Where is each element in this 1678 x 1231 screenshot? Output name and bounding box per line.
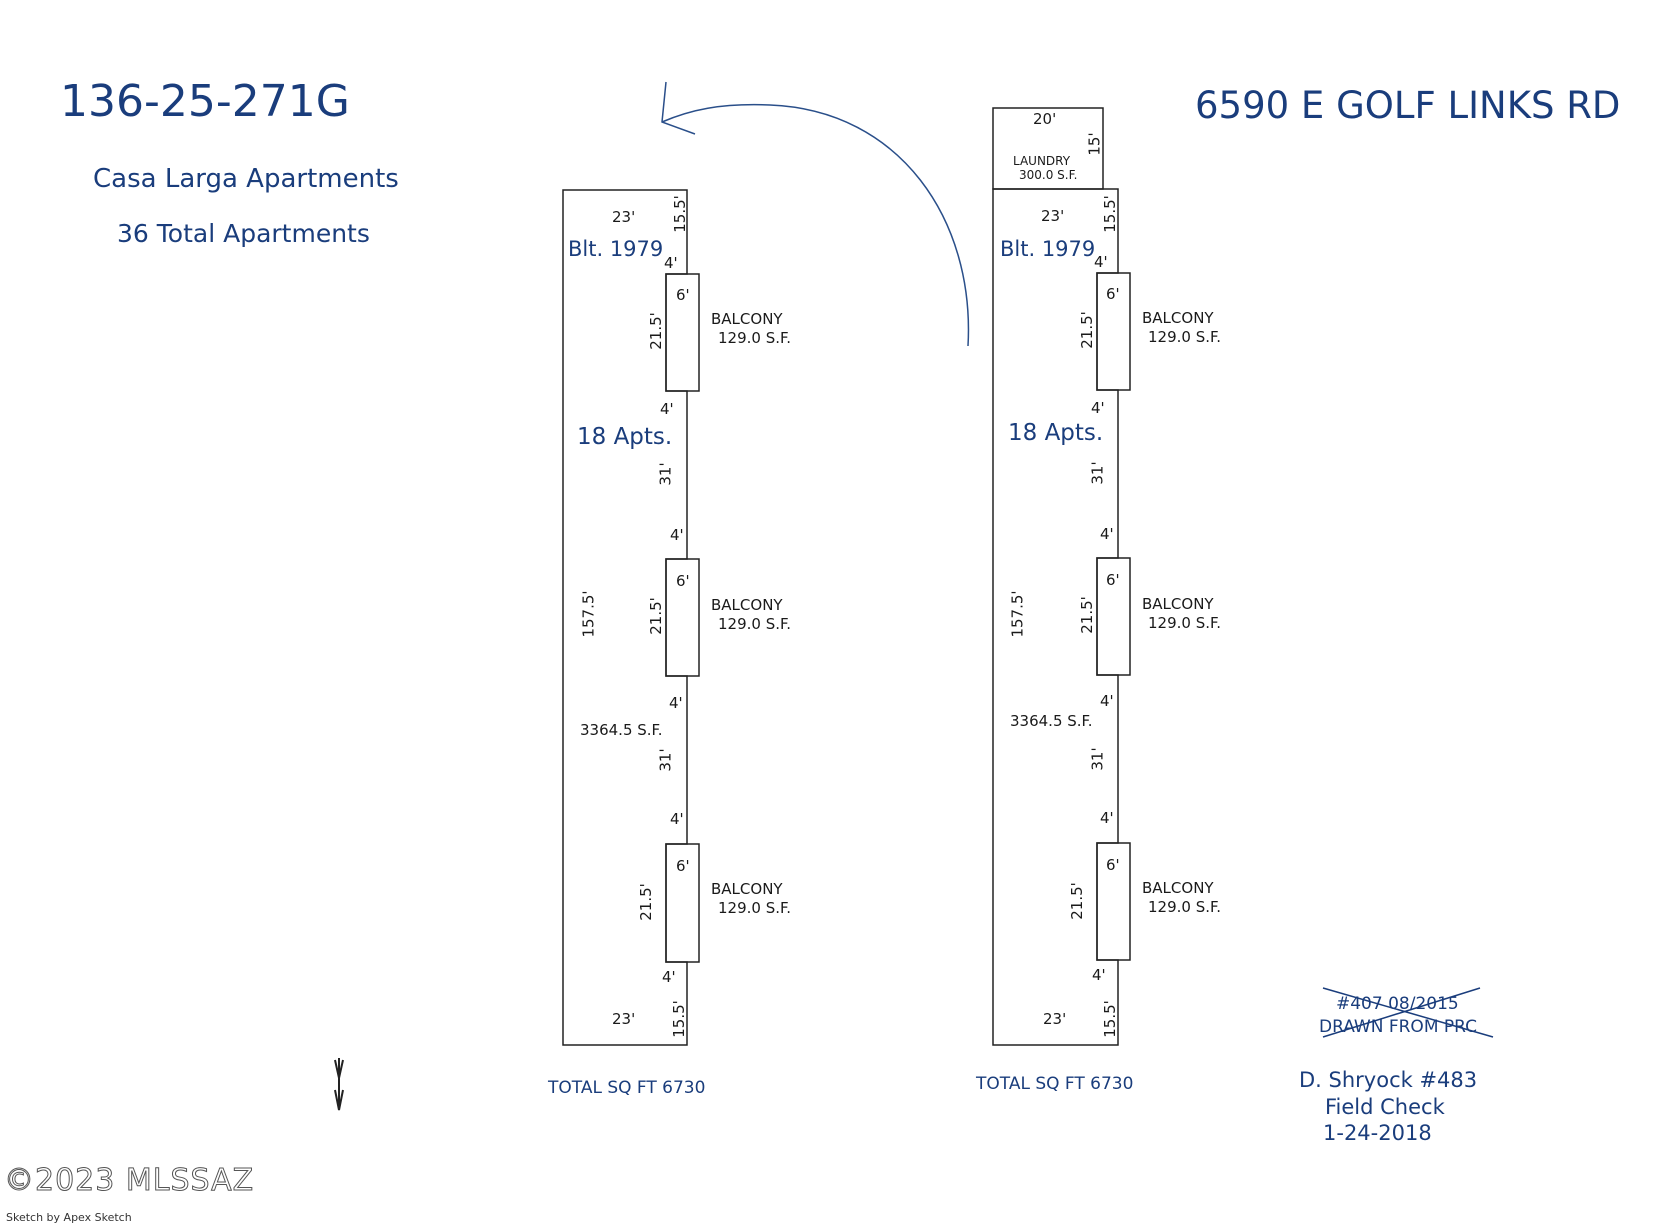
- left-gap-d: 4': [669, 694, 683, 712]
- right-gap-d: 4': [1100, 692, 1114, 710]
- right-balcony-2: [1096, 557, 1131, 676]
- left-balcony-2-label: BALCONY: [711, 596, 783, 614]
- right-area: 3364.5 S.F.: [1010, 712, 1093, 730]
- left-balcony-3-label: BALCONY: [711, 880, 783, 898]
- apex-sketch-credit: Sketch by Apex Sketch: [6, 1211, 132, 1224]
- left-height-dim: 157.5': [579, 590, 598, 638]
- right-balcony-3-label: BALCONY: [1142, 879, 1214, 897]
- right-gap-e: 4': [1100, 809, 1114, 827]
- left-mid-a: 31': [656, 462, 675, 486]
- right-gap-a: 4': [1094, 253, 1108, 271]
- right-balcony-1-label: BALCONY: [1142, 309, 1214, 327]
- right-top-width: 23': [1041, 207, 1065, 225]
- address: 6590 E GOLF LINKS RD: [1195, 84, 1621, 127]
- left-gap-e: 4': [670, 810, 684, 828]
- right-balcony-2-length: 21.5': [1077, 596, 1096, 634]
- right-balcony-1-width: 6': [1106, 285, 1120, 303]
- right-balcony-3-length: 21.5': [1067, 882, 1086, 920]
- left-gap-c: 4': [670, 526, 684, 544]
- left-total-sqft: TOTAL SQ FT 6730: [548, 1078, 706, 1098]
- left-balcony-1-label: BALCONY: [711, 310, 783, 328]
- right-apartments: 18 Apts.: [1008, 420, 1104, 446]
- right-balcony-2-label: BALCONY: [1142, 595, 1214, 613]
- inspector-name: D. Shryock #483: [1299, 1068, 1478, 1092]
- left-balcony-2-length: 21.5': [646, 597, 665, 635]
- laundry-depth: 15': [1085, 132, 1104, 156]
- right-balcony-3-area: 129.0 S.F.: [1148, 898, 1221, 916]
- left-balcony-1-width: 6': [676, 286, 690, 304]
- strike-line-1: [1322, 987, 1494, 1038]
- right-balcony-1: [1096, 272, 1131, 391]
- curved-arrow: [661, 103, 970, 347]
- field-check: Field Check: [1325, 1095, 1445, 1119]
- right-gap-c: 4': [1100, 525, 1114, 543]
- left-bottom-right-dim: 15.5': [669, 1000, 688, 1038]
- right-built-year: Blt. 1979: [1000, 237, 1096, 261]
- left-balcony-1-length: 21.5': [646, 312, 665, 350]
- right-bottom-right-dim: 15.5': [1100, 1000, 1119, 1038]
- left-balcony-1: [665, 273, 700, 392]
- right-balcony-1-length: 21.5': [1077, 311, 1096, 349]
- arrow-head: [661, 81, 696, 135]
- left-mid-b: 31': [656, 748, 675, 772]
- strike-line-2: [1322, 987, 1481, 1038]
- right-mid-b: 31': [1088, 747, 1107, 771]
- laundry-label: LAUNDRY: [1013, 154, 1071, 168]
- right-mid-a: 31': [1088, 461, 1107, 485]
- laundry-room: [992, 107, 1104, 190]
- laundry-area: 300.0 S.F.: [1019, 168, 1078, 182]
- left-balcony-2-width: 6': [676, 572, 690, 590]
- left-balcony-3-area: 129.0 S.F.: [718, 899, 791, 917]
- right-height-dim: 157.5': [1008, 590, 1027, 638]
- north-arrow-icon: [334, 1058, 344, 1111]
- check-date: 1-24-2018: [1323, 1121, 1432, 1145]
- left-balcony-3: [665, 843, 700, 963]
- left-area: 3364.5 S.F.: [580, 721, 663, 739]
- left-balcony-2-area: 129.0 S.F.: [718, 615, 791, 633]
- left-balcony-1-area: 129.0 S.F.: [718, 329, 791, 347]
- left-apartments: 18 Apts.: [577, 424, 673, 450]
- left-top-width: 23': [612, 208, 636, 226]
- property-name: Casa Larga Apartments: [93, 164, 399, 194]
- right-balcony-1-area: 129.0 S.F.: [1148, 328, 1221, 346]
- laundry-width: 20': [1033, 110, 1057, 128]
- left-balcony-2: [665, 558, 700, 677]
- left-gap-a: 4': [664, 254, 678, 272]
- struck-note-line-1: #407 08/2015: [1336, 994, 1459, 1014]
- right-balcony-2-area: 129.0 S.F.: [1148, 614, 1221, 632]
- left-built-year: Blt. 1979: [568, 237, 664, 261]
- left-balcony-3-width: 6': [676, 857, 690, 875]
- right-total-sqft: TOTAL SQ FT 6730: [976, 1074, 1134, 1094]
- left-bottom-width: 23': [612, 1010, 636, 1028]
- right-balcony-3-width: 6': [1106, 856, 1120, 874]
- left-top-right-dim: 15.5': [670, 195, 689, 233]
- struck-note-line-2: DRAWN FROM PRC: [1319, 1017, 1477, 1037]
- parcel-id: 136-25-271G: [60, 76, 350, 127]
- right-balcony-3: [1096, 842, 1131, 961]
- right-balcony-2-width: 6': [1106, 571, 1120, 589]
- right-top-right-dim: 15.5': [1100, 195, 1119, 233]
- mls-watermark: ©2023 MLSSAZ: [3, 1163, 255, 1199]
- left-gap-b: 4': [660, 400, 674, 418]
- right-gap-f: 4': [1092, 966, 1106, 984]
- left-balcony-3-length: 21.5': [636, 883, 655, 921]
- right-gap-b: 4': [1091, 399, 1105, 417]
- right-bottom-width: 23': [1043, 1010, 1067, 1028]
- total-apartments: 36 Total Apartments: [117, 219, 370, 248]
- left-gap-f: 4': [662, 968, 676, 986]
